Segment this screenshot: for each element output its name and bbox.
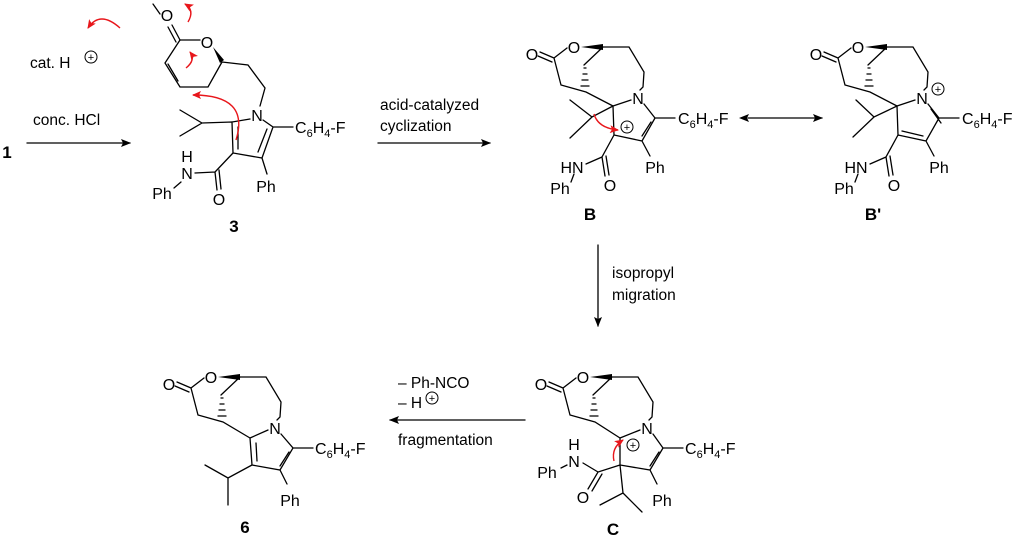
atom-o: O [213,192,225,209]
red-curved-arrow [192,91,240,141]
atom-o: O [161,8,173,25]
positive-charge-icon: + [84,50,98,64]
atom-o: O [852,40,864,57]
atom-n: N [568,454,580,471]
phenyl: Ph [652,493,672,510]
atom-o: O [568,40,580,57]
aryl-group: C6H4-F [685,441,736,461]
amide-nh: HN [560,160,583,177]
atom-o: O [577,490,589,507]
compound-1-label: 1 [2,143,11,162]
phenyl: Ph [280,493,300,510]
compound-3-structure: O O N C6H4-F Ph O N H Ph [87,3,346,209]
compound-b-prime-structure: O O N + C6H4-F Ph O HN Ph [810,40,1013,198]
compound-6-structure: O O N C6H4-F Ph [163,370,366,510]
red-curved-arrow [612,439,624,462]
amide-nh: HN [844,160,867,177]
compound-b-structure: O O N C6H4-F + Ph O HN Ph [526,40,729,198]
compound-c-structure: O O N + C6H4-F Ph O N H Ph [535,370,736,513]
condition-acid-catalyzed: acid-catalyzed [380,97,479,114]
atom-h: H [568,437,580,454]
red-curved-arrow [87,18,121,29]
atom-o: O [810,47,822,64]
compound-c-label: C [607,520,619,539]
atom-o: O [163,377,175,394]
atom-n: N [632,91,644,108]
compound-b-prime-label: B' [865,205,881,224]
svg-text:+: + [88,52,94,64]
atom-n: N [269,421,281,438]
red-curved-arrow [185,51,198,69]
condition-isopropyl: isopropyl [612,265,674,282]
compound-b-label: B [584,205,596,224]
atom-o: O [201,35,213,52]
phenyl: Ph [152,186,172,203]
positive-charge-icon: + [626,438,640,452]
condition-conc-hcl: conc. HCl [33,112,100,129]
atom-o: O [526,47,538,64]
phenyl: Ph [929,160,949,177]
condition-migration: migration [612,287,676,304]
compound-6-label: 6 [240,518,249,537]
phenyl: Ph [834,181,854,198]
phenyl: Ph [550,181,570,198]
svg-text:+: + [624,122,630,134]
atom-h: H [181,149,193,166]
red-curved-arrow [184,3,194,23]
compound-3-label: 3 [229,217,238,236]
positive-charge-icon: + [620,120,634,134]
condition-minus-phnco: – Ph-NCO [398,375,470,392]
positive-charge-icon: + [425,391,439,405]
aryl-group: C6H4-F [295,120,346,140]
condition-cat-h: cat. H [30,55,70,72]
phenyl: Ph [645,160,665,177]
atom-o: O [604,178,616,195]
red-curved-arrow [593,113,619,134]
positive-charge-icon: + [931,82,945,96]
atom-n: N [251,108,263,125]
atom-o: O [577,370,589,387]
condition-cyclization: cyclization [380,118,452,135]
aryl-group: C6H4-F [678,111,729,131]
condition-fragmentation: fragmentation [398,432,493,449]
atom-n: N [181,166,193,183]
atom-n: N [641,421,653,438]
condition-minus-h: – H [398,395,422,412]
svg-text:+: + [935,84,941,96]
phenyl: Ph [256,179,276,196]
svg-text:+: + [630,440,636,452]
svg-text:+: + [429,393,435,405]
atom-o: O [535,377,547,394]
aryl-group: C6H4-F [315,441,366,461]
atom-o: O [205,370,217,387]
phenyl: Ph [537,465,557,482]
atom-o: O [888,178,900,195]
aryl-group: C6H4-F [962,111,1013,131]
atom-n: N [916,91,928,108]
